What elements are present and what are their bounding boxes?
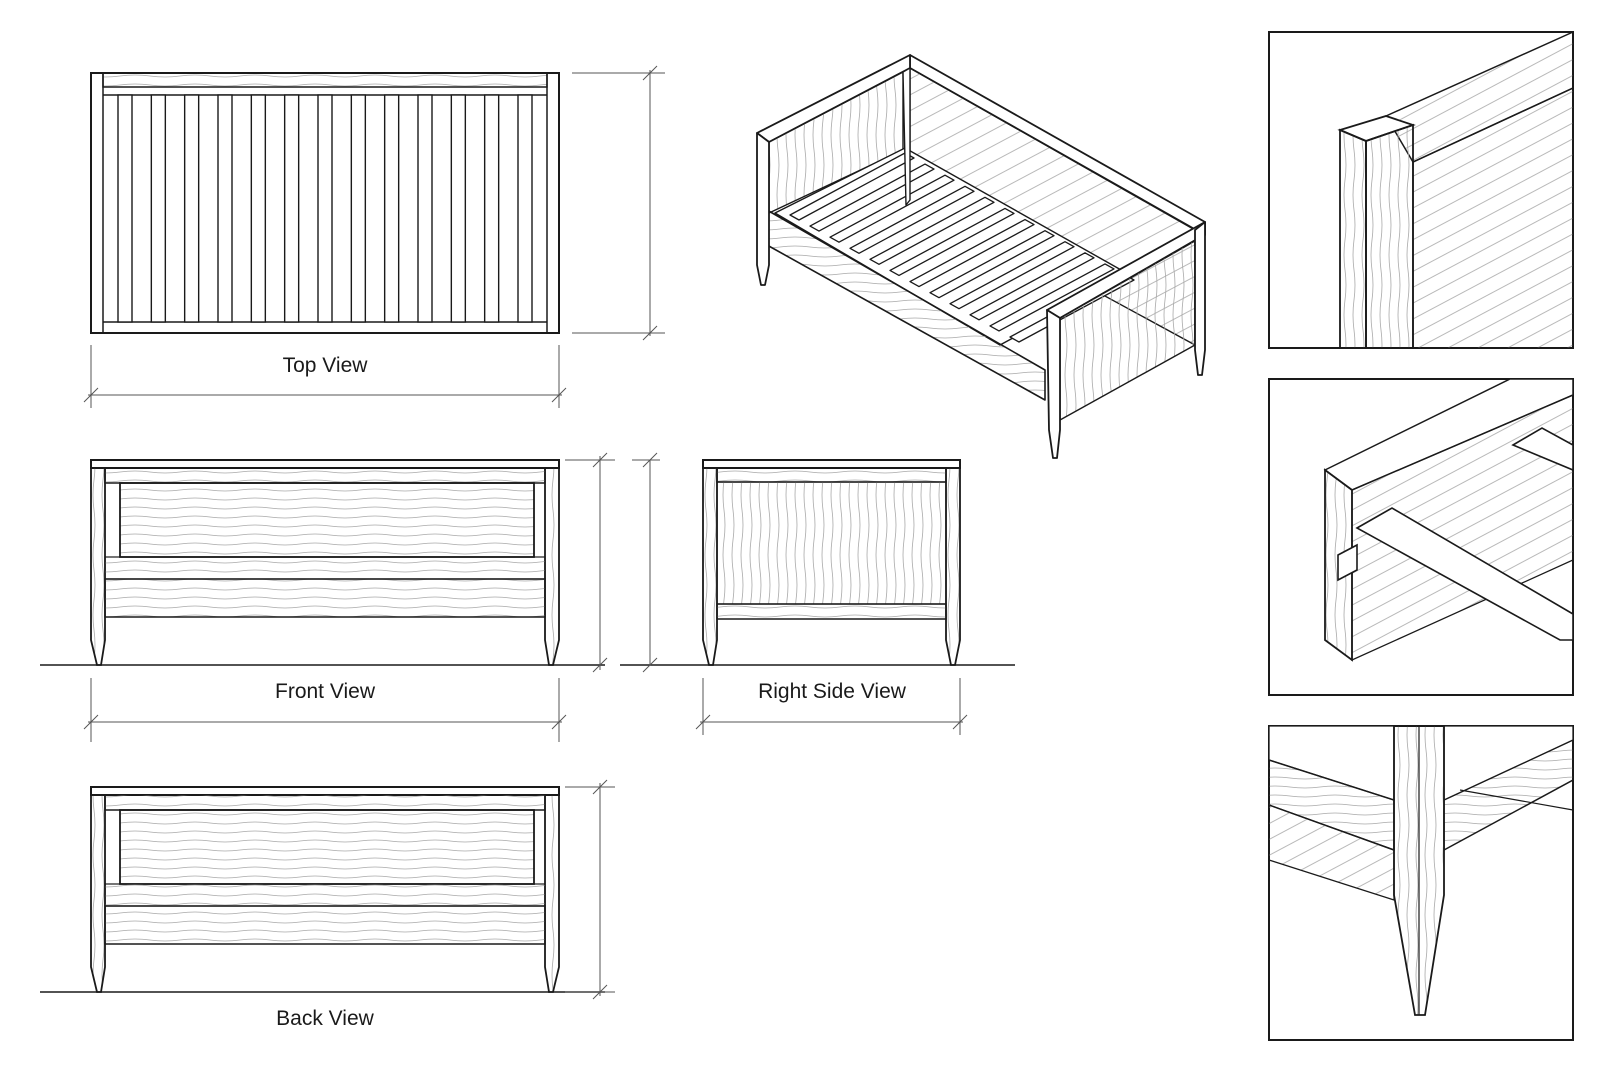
top-view-slat [417,94,433,323]
front-view-dimensions [83,452,615,742]
isometric-slat [909,218,1035,288]
isometric-slat [989,263,1115,332]
isometric-slat [889,207,1015,277]
top-view-slat [450,94,467,323]
top-view-drawing [90,72,560,334]
right-side-view-dimensions [695,678,968,735]
back-view-dimensions [565,779,615,1000]
top-view-slat [117,94,133,323]
right-side-view-label: Right Side View [758,680,907,703]
top-view-slat [350,94,367,323]
isometric-slat [929,229,1055,299]
isometric-slat [809,163,935,232]
isometric-slat [789,152,915,221]
top-view-slat [517,94,533,323]
top-view-slat [483,94,500,323]
isometric-slat [949,241,1075,310]
top-view-label: Top View [283,354,369,377]
isometric-view-drawing [756,54,1206,459]
detail-leg-joint [1268,725,1574,1041]
back-view-drawing [40,786,605,993]
top-view-slat [217,94,233,323]
isometric-slat [969,252,1095,321]
detail-corner-post [1268,30,1574,349]
detail-slat-joint [1268,378,1574,696]
top-view-slat [317,94,333,323]
back-view-label: Back View [276,1007,374,1030]
top-view-slat [150,94,167,323]
top-view-slat [250,94,267,323]
top-view-slat [283,94,300,323]
top-view-dimensions [83,65,665,408]
top-view-slat [183,94,200,323]
front-view-label: Front View [275,680,376,703]
isometric-slat [849,185,975,254]
top-view-slat [383,94,400,323]
right-side-view-drawing [620,452,1015,673]
front-view-drawing [40,459,605,666]
isometric-slat [869,196,995,266]
